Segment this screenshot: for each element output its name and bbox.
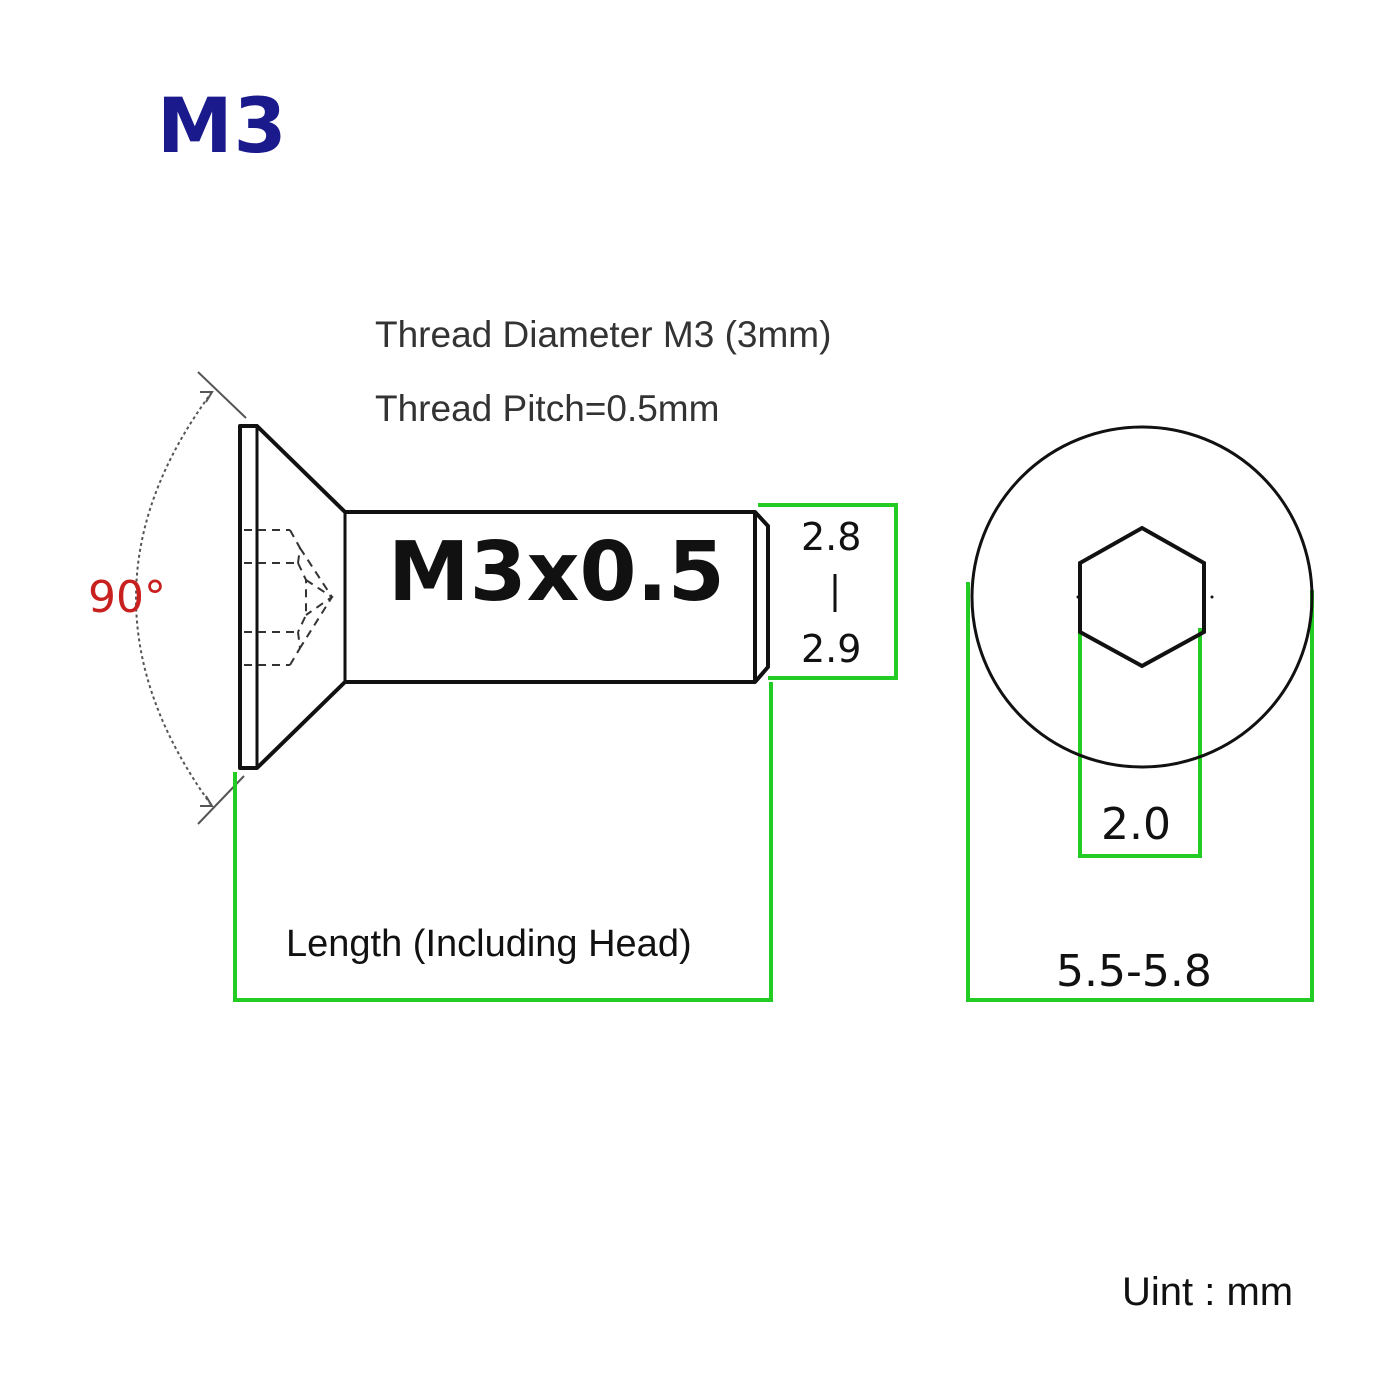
dimension-lines	[233, 503, 1314, 1002]
angle-extension-top	[197, 371, 247, 419]
screw-outline	[238, 424, 770, 770]
length-bracket	[233, 682, 773, 1002]
hex-socket-label: 2.0	[1101, 799, 1171, 850]
thread-pitch-label: Thread Pitch=0.5mm	[375, 388, 720, 429]
head-angle-label: 90°	[88, 572, 166, 623]
hex-socket-bracket	[1078, 628, 1202, 858]
page-title: M3	[157, 81, 288, 170]
thread-diameter-label: Thread Diameter M3 (3mm)	[375, 314, 832, 355]
side-view	[238, 424, 770, 770]
hex-socket	[1078, 525, 1206, 669]
tip-diameter-max-label: 2.9	[801, 627, 862, 671]
length-label: Length (Including Head)	[286, 923, 692, 965]
hidden-socket	[244, 529, 334, 666]
head-diameter-bracket	[966, 582, 1314, 1002]
unit-label: Uint : mm	[1122, 1270, 1294, 1314]
head-diameter-label: 5.5-5.8	[1056, 946, 1212, 997]
tip-diameter-box	[758, 503, 898, 680]
top-view	[970, 425, 1314, 769]
head-circle	[970, 425, 1314, 769]
tip-diameter-min-label: 2.8	[801, 515, 862, 559]
angle-arc	[135, 391, 213, 807]
thread-spec-label: M3x0.5	[388, 525, 725, 620]
angle-extension-bottom	[197, 775, 245, 825]
